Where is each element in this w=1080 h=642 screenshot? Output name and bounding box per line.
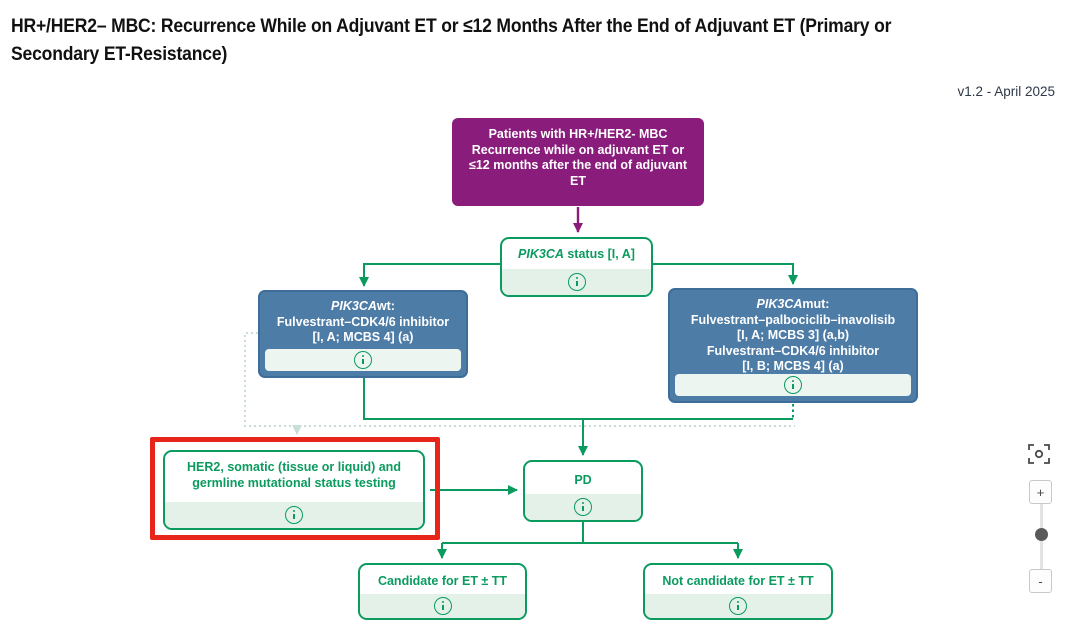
info-strip (165, 502, 423, 528)
fit-view-button[interactable] (1028, 444, 1050, 464)
wt-suffix: wt: (376, 299, 395, 313)
info-strip (525, 494, 641, 520)
zoom-slider-knob[interactable] (1035, 528, 1048, 541)
gene-name: PIK3CA (518, 247, 564, 261)
page-title: HR+/HER2– MBC: Recurrence While on Adjuv… (11, 12, 891, 68)
gene-name: PIK3CA (331, 299, 377, 313)
mutation-testing-box[interactable]: HER2, somatic (tissue or liquid) and ger… (163, 450, 425, 530)
candidate-box[interactable]: Candidate for ET ± TT (358, 563, 527, 620)
info-icon[interactable] (729, 597, 747, 615)
zoom-out-label: - (1038, 573, 1043, 589)
pik3ca-mut-box[interactable]: PIK3CAmut: Fulvestrant–palbociclib–inavo… (668, 288, 918, 403)
version-label: v1.2 - April 2025 (957, 84, 1055, 99)
gene-name: PIK3CA (756, 297, 803, 311)
highlight-outline (150, 437, 440, 540)
pik3ca-wt-box[interactable]: PIK3CAwt: Fulvestrant–CDK4/6 inhibitor [… (258, 290, 468, 378)
mut-line: Fulvestrant–CDK4/6 inhibitor (706, 343, 880, 358)
info-icon[interactable] (354, 351, 372, 369)
pd-box[interactable]: PD (523, 460, 643, 522)
mut-line: [I, A; MCBS 3] (a,b) (736, 328, 850, 342)
info-icon[interactable] (784, 376, 802, 394)
info-strip (502, 269, 651, 295)
pik3ca-status-box[interactable]: PIK3CA status [I, A] (500, 237, 653, 297)
pik3ca-status-label: PIK3CA status [I, A] (502, 247, 651, 263)
info-icon[interactable] (567, 273, 586, 291)
info-strip (360, 594, 525, 618)
info-strip (265, 349, 461, 371)
mut-line: [I, B; MCBS 4] (a) (742, 359, 844, 373)
zoom-out-button[interactable]: - (1029, 569, 1052, 593)
wt-title: PIK3CAwt: (260, 299, 466, 315)
patients-box-line: Patients with HR+/HER2- MBC (488, 127, 668, 141)
candidate-label: Candidate for ET ± TT (377, 574, 508, 588)
info-strip (645, 594, 831, 618)
mut-line: Fulvestrant–palbociclib–inavolisib (690, 312, 896, 327)
mut-suffix: mut: (802, 297, 830, 311)
patients-box-line: Recurrence while on adjuvant ET or (471, 142, 685, 157)
info-strip (675, 374, 911, 396)
zoom-in-button[interactable]: + (1029, 480, 1052, 504)
patients-box[interactable]: Patients with HR+/HER2- MBC Recurrence w… (452, 118, 704, 206)
zoom-in-label: + (1036, 484, 1045, 500)
testing-line: HER2, somatic (tissue or liquid) and (187, 460, 401, 474)
not-candidate-box[interactable]: Not candidate for ET ± TT (643, 563, 833, 620)
patients-box-line: ET (570, 173, 586, 188)
page-title-line2: Secondary ET-Resistance) (11, 43, 228, 65)
wt-line: Fulvestrant–CDK4/6 inhibitor (276, 314, 450, 329)
wt-line: [I, A; MCBS 4] (a) (312, 330, 414, 344)
mut-title: PIK3CAmut: (670, 297, 916, 313)
testing-line: germline mutational status testing (192, 475, 396, 490)
page-title-line1: HR+/HER2– MBC: Recurrence While on Adjuv… (11, 15, 892, 37)
pd-label: PD (574, 473, 592, 487)
info-icon[interactable] (433, 597, 452, 615)
fit-view-icon (1028, 444, 1050, 464)
info-icon[interactable] (574, 498, 592, 516)
patients-box-line: ≤12 months after the end of adjuvant (469, 158, 687, 172)
info-icon[interactable] (285, 506, 303, 524)
status-text: status [I, A] (563, 247, 635, 261)
not-candidate-label: Not candidate for ET ± TT (662, 574, 814, 588)
